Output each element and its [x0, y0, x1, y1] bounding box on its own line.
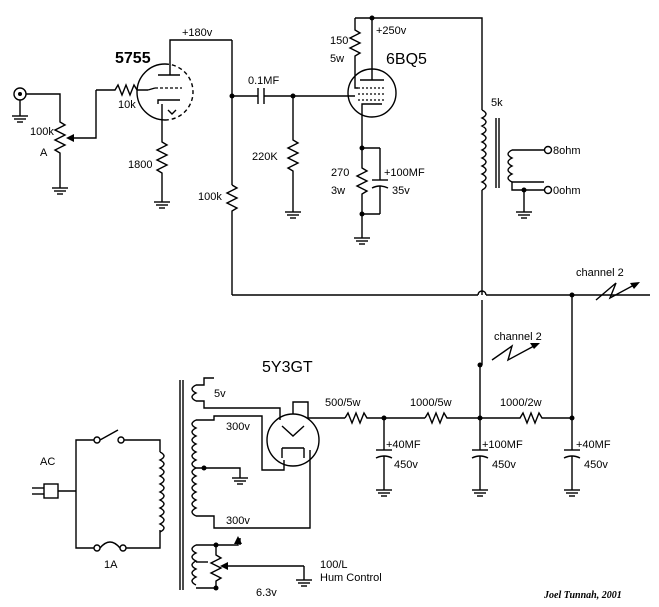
wire-ac-bottom	[75, 491, 94, 549]
cathode-resistor-6bq5-power: 3w	[331, 185, 345, 197]
output-transformer	[480, 109, 553, 295]
ps-cap-1	[375, 418, 393, 497]
cathode-resistor-6bq5-value: 270	[331, 167, 349, 179]
winding-6v3-label: 6.3v	[256, 587, 277, 599]
input-jack	[12, 87, 28, 123]
volume-pot-taper: A	[40, 147, 48, 159]
ps-cap-2-value: +100MF	[482, 439, 523, 451]
ac-label: AC	[40, 456, 55, 468]
ps-resistor-2	[424, 411, 480, 425]
ps-cap-3-value: +40MF	[576, 439, 611, 451]
power-switch	[93, 429, 161, 452]
volume-pot-value: 100k	[30, 126, 54, 138]
wire-input-to-pot	[26, 93, 61, 116]
ps-cap-1-value: +40MF	[386, 439, 421, 451]
channel-2-arrow-middle	[491, 344, 535, 362]
ps-resistor-3-value: 1000/2w	[500, 397, 542, 409]
input-resistor	[96, 83, 148, 97]
grid-resistor-6bq5-value: 220K	[252, 151, 278, 163]
volume-pot	[52, 90, 97, 195]
winding-300v-top-label: 300v	[226, 421, 250, 433]
ps-resistor-3	[480, 411, 572, 425]
tube-5y3gt	[266, 413, 320, 467]
credit: Joel Tunnah, 2001	[543, 590, 622, 601]
grid-resistor-6bq5	[285, 96, 301, 219]
cathode-resistor-6bq5	[355, 148, 369, 214]
hum-control-value: 100/L	[320, 559, 348, 571]
cathode-resistor-5755-value: 1800	[128, 159, 152, 171]
ps-resistor-1	[344, 411, 384, 425]
screen-resistor-power: 5w	[330, 53, 344, 65]
hum-wire-top	[216, 540, 239, 546]
channel-2-label-top: channel 2	[576, 267, 624, 279]
winding-300v-bottom-label: 300v	[226, 515, 250, 527]
output-8ohm: 8ohm	[553, 145, 581, 157]
coupling-cap	[232, 88, 355, 104]
channel-2-arrow-top	[595, 282, 637, 301]
tube-5755-label: 5755	[115, 50, 151, 67]
winding-5v-label: 5v	[214, 388, 226, 400]
cathode-cap-6bq5-value: +100MF	[384, 167, 425, 179]
tube-5y3gt-label: 5Y3GT	[262, 359, 313, 376]
channel-2-label-middle: channel 2	[494, 331, 542, 343]
coupling-cap-value: 0.1MF	[248, 75, 279, 87]
fuse-label: 1A	[104, 559, 118, 571]
input-resistor-value: 10k	[118, 99, 136, 111]
plate-voltage-power: +250v	[376, 25, 407, 37]
ps-cap-2-voltage: 450v	[492, 459, 516, 471]
ps-cap-1-voltage: 450v	[394, 459, 418, 471]
ac-plug	[32, 483, 76, 499]
wire-5755-plate	[169, 39, 232, 75]
ps-cap-3	[563, 418, 581, 497]
tube-6bq5-label: 6BQ5	[386, 51, 427, 68]
plate-resistor-5755	[225, 184, 239, 295]
ps-resistor-2-value: 1000/5w	[410, 397, 452, 409]
wire-ac-top	[75, 439, 94, 491]
plate-voltage-preamp: +180v	[182, 27, 213, 39]
ps-cap-3-voltage: 450v	[584, 459, 608, 471]
output-transformer-value: 5k	[491, 97, 503, 109]
wire-6bq5-plate	[371, 17, 483, 110]
screen-resistor	[348, 18, 362, 89]
plate-resistor-5755-value: 100k	[198, 191, 222, 203]
output-0ohm: 0ohm	[553, 185, 581, 197]
tube-5755	[136, 63, 194, 121]
hum-control-label: Hum Control	[320, 572, 382, 584]
fuse	[93, 530, 161, 552]
tube-6bq5	[347, 68, 397, 118]
screen-resistor-value: 150	[330, 35, 348, 47]
hum-control-pot	[196, 538, 312, 591]
cathode-cap-6bq5	[371, 148, 389, 214]
ps-cap-2	[471, 418, 489, 497]
cathode-cap-6bq5-voltage: 35v	[392, 185, 410, 197]
cathode-resistor-5755	[154, 104, 170, 209]
mains-transformer	[158, 380, 198, 590]
ps-resistor-1-value: 500/5w	[325, 397, 361, 409]
